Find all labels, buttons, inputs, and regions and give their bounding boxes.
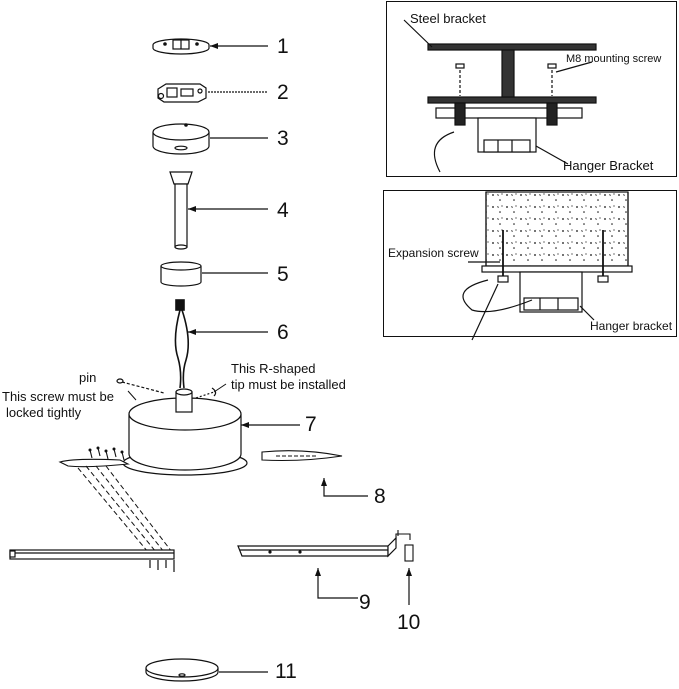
part-number-2: 2: [277, 81, 289, 104]
hanger-bracket-label-steel: Hanger Bracket: [563, 158, 654, 173]
part-number-5: 5: [277, 263, 289, 286]
part-10-end-cap: [395, 530, 414, 562]
blade-left: [9, 549, 175, 572]
part-number-1: 1: [277, 35, 289, 58]
concrete-ceiling-inset: [383, 190, 677, 337]
part-3-canopy: [152, 123, 210, 155]
expansion-screw-label: Expansion screw: [388, 246, 479, 260]
part-8-blade-brackets: [58, 446, 343, 468]
part-number-4: 4: [277, 199, 289, 222]
part-6-wire: [174, 299, 190, 389]
r-tip-note-line1: This R-shaped: [231, 361, 316, 376]
part-number-9: 9: [359, 591, 371, 614]
steel-bracket-label: Steel bracket: [410, 11, 486, 26]
part-1-mounting-plate: [152, 38, 210, 55]
part-number-8: 8: [374, 485, 386, 508]
m8-screw-label: M8 mounting screw: [566, 53, 662, 65]
part-2-clip: [157, 83, 207, 103]
part-7-motor-housing: [116, 378, 248, 476]
part-number-3: 3: [277, 127, 289, 150]
inset-concrete-drawing: [462, 191, 633, 341]
part-9-blade: [237, 536, 397, 558]
part-number-11: 11: [275, 660, 297, 683]
hanger-bracket-label-concrete: Hanger bracket: [590, 319, 673, 333]
part-5-coupling-cover: [160, 261, 202, 287]
part-number-6: 6: [277, 321, 289, 344]
pin-label: pin: [79, 370, 97, 385]
part-number-10: 10: [397, 611, 421, 634]
part-11-bottom-cover: [145, 658, 219, 682]
part-number-7: 7: [305, 413, 317, 436]
assembly-guide-lines: [77, 465, 173, 553]
screw-note-line1: This screw must be: [2, 389, 114, 404]
part-4-downrod: [169, 171, 193, 250]
steel-bracket-inset: [386, 1, 677, 177]
screw-note-line2: locked tightly: [6, 405, 82, 420]
r-tip-note-line2: tip must be installed: [231, 377, 346, 392]
inset-steel-drawing: [403, 19, 597, 173]
